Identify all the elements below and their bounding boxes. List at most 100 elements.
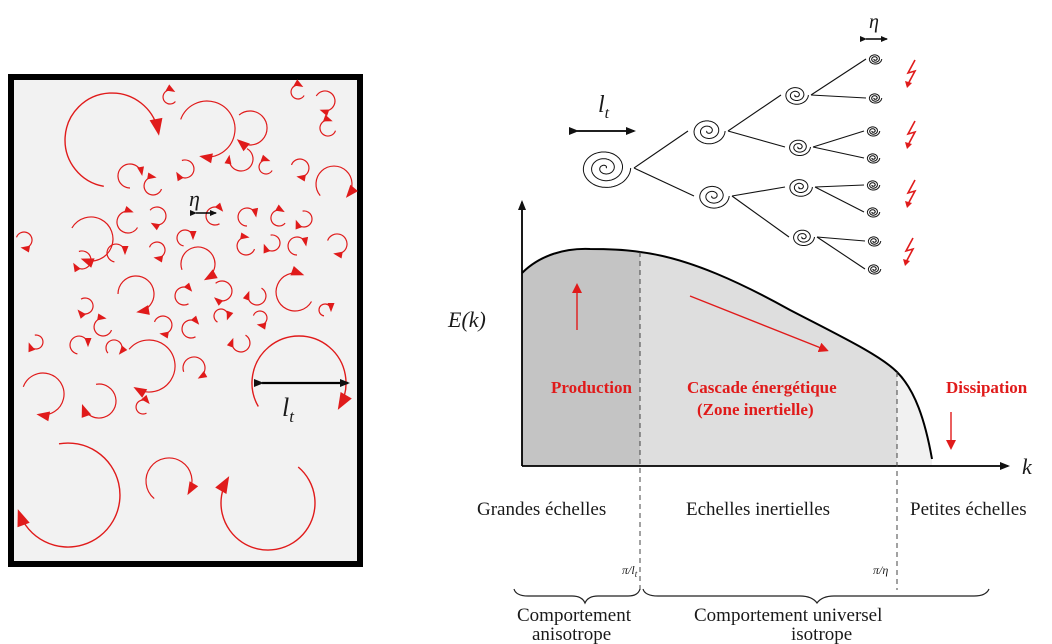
dissipation-label: Dissipation	[946, 378, 1028, 397]
universal-label-2: isotrope	[791, 624, 852, 644]
eddy-arrowhead-22	[20, 245, 31, 253]
branch-3-2	[812, 130, 865, 148]
eddy-arrowhead-21	[295, 219, 303, 230]
cascade-spirals	[582, 54, 883, 275]
eddy-arrowhead-8	[176, 171, 184, 182]
eddy-arrowhead-29	[333, 251, 343, 259]
dissipation-region	[897, 372, 932, 466]
lt-label: lt	[282, 393, 295, 426]
bolt-tip-0	[905, 81, 912, 88]
eddy-arrowhead-12	[345, 184, 358, 198]
cascade-spiral-3-3	[866, 153, 881, 164]
eddy-arrowhead-19	[251, 207, 259, 218]
cascade-eta-label: η	[869, 11, 879, 33]
eddy-arrowhead-34	[242, 290, 250, 301]
cascade-sub-label: (Zone inertielle)	[697, 400, 814, 419]
eddy-arrowhead-9	[224, 154, 232, 165]
eddy-arc-52	[251, 335, 347, 407]
eddy-arrowhead-42	[28, 342, 36, 353]
eddy-arrowhead-38	[97, 313, 107, 321]
production-region	[522, 248, 640, 466]
branch-2a	[727, 94, 782, 132]
cascade-spiral-0-0	[582, 151, 632, 188]
branch-3-7	[816, 236, 866, 270]
bolt-2	[906, 179, 917, 207]
eddy-arrowhead-0	[149, 117, 163, 136]
eddy-arrowhead-32	[183, 282, 193, 292]
eddy-arrowhead-4	[165, 84, 176, 92]
anisotropic-brace	[513, 588, 641, 605]
inertial-scales-label: Echelles inertielles	[686, 499, 830, 520]
eddy-arrowhead-49	[36, 411, 51, 422]
cascade-spiral-2-1	[789, 139, 811, 156]
eddy-arrowhead-55	[215, 476, 230, 494]
bolt-tip-2	[905, 201, 912, 208]
branch-3-1	[810, 94, 867, 99]
eddy-arrowhead-15	[124, 206, 134, 213]
eddy-arrowhead-48	[256, 322, 267, 330]
eddy-arrowhead-36	[77, 309, 87, 319]
eddy-arc-1	[180, 100, 236, 158]
cascade-spiral-3-2	[866, 126, 881, 137]
energy-spectrum: E(k) k Production Cascade énergétique (Z…	[447, 200, 1033, 644]
inertial-region	[640, 252, 897, 466]
pi-over-eta-label: π/η	[873, 563, 888, 577]
eddy-arrowhead-2	[293, 79, 304, 87]
eddy-arrows-group	[15, 79, 358, 551]
eddy-arrowhead-39	[159, 331, 169, 339]
eddy-arrowhead-54	[187, 481, 199, 496]
eddy-arrowhead-27	[263, 243, 271, 254]
eddy-arrowhead-43	[84, 338, 92, 348]
branch-3-0	[810, 58, 867, 96]
eta-label: η	[189, 186, 200, 211]
cascade-branch-lines	[633, 58, 867, 270]
anisotropic-label-1: Comportement	[517, 605, 632, 626]
eddy-arrowhead-1	[199, 153, 213, 164]
eddy-arrowhead-33	[214, 297, 224, 306]
bolt-tip-1	[905, 142, 912, 149]
eddy-arrowhead-13	[147, 172, 157, 180]
eddy-arrowhead-24	[153, 255, 164, 263]
branch-3-4	[814, 184, 865, 188]
cascade-arrow	[689, 295, 829, 353]
branch-3-6	[816, 236, 866, 242]
small-scales-label: Petites échelles	[910, 499, 1027, 520]
branch-2b	[727, 130, 786, 148]
bolt-3	[904, 237, 915, 265]
branch-3-5	[814, 186, 865, 213]
eddy-arrowhead-20	[275, 204, 285, 213]
universal-brace	[642, 588, 990, 605]
flow-box	[8, 74, 363, 567]
branch-1a	[633, 130, 689, 169]
cascade-spiral-1-1	[699, 185, 730, 209]
eddy-arrowhead-37	[327, 303, 335, 313]
eddy-arrowhead-23	[121, 246, 129, 256]
eddy-arrowhead-50	[81, 404, 92, 418]
y-axis-label: E(k)	[447, 307, 486, 332]
eddy-arrowhead-31	[136, 305, 150, 315]
cascade-spiral-2-0	[785, 87, 809, 105]
cascade-spiral-3-5	[866, 207, 881, 218]
cascade-spiral-3-7	[867, 264, 882, 275]
eddy-arrowhead-3	[319, 109, 330, 117]
cascade-spiral-3-1	[868, 93, 883, 104]
eddy-arc-14	[71, 216, 114, 262]
cascade-label: Cascade énergétique	[687, 378, 837, 397]
cascade-spiral-2-3	[793, 229, 815, 246]
production-label: Production	[551, 378, 632, 397]
anisotropic-label-2: anisotrope	[532, 624, 611, 644]
eddy-arrowhead-35	[290, 266, 305, 276]
spectrum-curve	[521, 247, 933, 460]
cascade-spiral-3-0	[868, 54, 883, 65]
eddy-arc-12	[315, 165, 353, 196]
eddy-arrowhead-7	[137, 166, 144, 176]
eddy-arrowhead-44	[118, 345, 128, 355]
eddy-arrowhead-53	[17, 509, 30, 528]
bolt-tip-3	[903, 259, 910, 266]
eddy-arrowhead-28	[301, 236, 309, 247]
eddy-arc-49	[22, 372, 65, 416]
eddy-arrowhead-47	[226, 337, 234, 348]
eddy-arc-54	[145, 457, 193, 500]
eddy-arrowhead-51	[141, 394, 150, 405]
eddy-arrowhead-45	[133, 387, 148, 398]
